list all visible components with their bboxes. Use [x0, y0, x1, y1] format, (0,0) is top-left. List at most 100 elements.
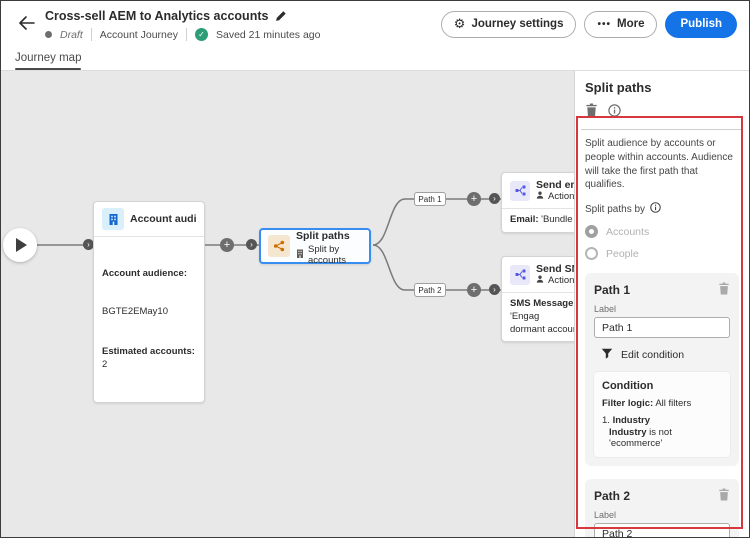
connector-arrow-icon: ›: [246, 239, 257, 250]
add-node-button-path2[interactable]: +: [467, 283, 481, 297]
panel-title: Split paths: [585, 80, 652, 95]
split-node-text: Split paths Split by accounts: [296, 226, 362, 266]
node-subtitle: Action on p: [548, 275, 574, 286]
condition-title: Condition: [602, 380, 654, 393]
play-icon: [16, 238, 27, 252]
connector-arrow-icon: ›: [489, 193, 500, 204]
audience-field-label: Account audience:: [102, 268, 187, 280]
node-subtitle: Action on p: [548, 191, 574, 202]
journey-settings-button[interactable]: ⚙ Journey settings: [440, 10, 577, 38]
radio-people[interactable]: People: [585, 247, 739, 261]
play-button[interactable]: [3, 228, 37, 262]
header: Cross-sell AEM to Analytics accounts Dra…: [1, 1, 749, 47]
audience-field-value: BGTE2EMay10: [102, 305, 168, 317]
node-title: Account audience: [130, 213, 196, 225]
delete-path-2-button[interactable]: [718, 488, 730, 504]
connector-arrow-icon: ›: [489, 284, 500, 295]
title-block: Cross-sell AEM to Analytics accounts Dra…: [45, 7, 441, 41]
info-button[interactable]: [608, 103, 621, 120]
connector-arrow-icon: ›: [83, 239, 94, 250]
back-button[interactable]: [13, 11, 39, 37]
path1-chip-label: Path 1: [418, 194, 442, 204]
estimated-accounts-value: 2: [102, 346, 198, 370]
divider: [90, 28, 92, 41]
email-node-detail: Email: 'Bundle promo: [502, 209, 574, 232]
radio-accounts[interactable]: Accounts: [585, 225, 739, 239]
path-1-label-input[interactable]: [594, 317, 730, 339]
header-actions: ⚙ Journey settings ••• More Publish: [440, 10, 737, 38]
sms-detail-value: 'Engag: [510, 310, 540, 322]
delete-path-1-button[interactable]: [718, 282, 730, 298]
add-node-button-path1[interactable]: +: [467, 192, 481, 206]
tab-bar: Journey map: [1, 47, 749, 71]
trash-icon: [718, 282, 730, 298]
journey-canvas[interactable]: › › › › + + + Path 1 Path 2 Account audi…: [1, 71, 574, 537]
split-paths-node[interactable]: Split paths Split by accounts: [259, 226, 371, 266]
saved-check-icon: ✓: [194, 28, 208, 41]
info-icon[interactable]: [650, 202, 661, 216]
divider: [502, 292, 574, 293]
email-detail-value: 'Bundle promo: [541, 214, 573, 225]
path-1-condition-card: Condition Filter logic: All filters 1. I…: [594, 372, 730, 458]
path2-chip[interactable]: Path 2: [414, 283, 446, 297]
tab-journey-map[interactable]: Journey map: [15, 52, 82, 70]
divider: [185, 28, 187, 41]
rule-value: 'ecommerce': [609, 438, 663, 450]
connector-wires: [37, 198, 501, 291]
person-icon: [536, 191, 544, 202]
action-flow-icon: [510, 264, 530, 285]
send-sms-node[interactable]: Send SMS Action on p SMS Message: 'Engag…: [501, 256, 574, 343]
path-1-card: Path 1 Label Edit condition Condition Fi…: [585, 273, 739, 467]
send-email-node[interactable]: Send email Action on p Email: 'Bundle pr…: [501, 172, 574, 233]
email-detail-label: Email:: [510, 214, 539, 225]
trash-icon: [718, 488, 730, 504]
path-2-label-input[interactable]: [594, 523, 730, 537]
draft-status-dot: [45, 31, 52, 38]
node-title: Send email: [536, 179, 574, 191]
node-title: Send SMS: [536, 263, 574, 275]
rule-index: 1.: [602, 415, 613, 427]
estimated-accounts-label: Estimated accounts:: [102, 346, 195, 358]
path2-chip-label: Path 2: [418, 285, 442, 295]
divider: [502, 208, 574, 209]
radio-unselected-icon: [585, 247, 598, 261]
trash-icon: [585, 103, 598, 120]
filter-logic-value: All filters: [653, 398, 692, 410]
path-1-edit-condition[interactable]: Edit condition: [601, 348, 730, 362]
account-node-details: Account audience: BGTE2EMay10 Estimated …: [94, 237, 204, 402]
more-button[interactable]: ••• More: [584, 10, 658, 38]
divider: [581, 129, 743, 130]
radio-people-label: People: [606, 247, 639, 260]
split-share-icon: [268, 235, 290, 257]
add-node-button[interactable]: +: [220, 238, 234, 252]
split-paths-by-label: Split paths by: [585, 202, 739, 216]
back-arrow-icon: [18, 15, 35, 33]
node-title: Split paths: [296, 230, 350, 242]
node-subtitle: Split by accounts: [308, 244, 347, 266]
rule-subject: Industry: [609, 427, 647, 439]
edit-title-icon[interactable]: [275, 10, 287, 22]
rule-field: Industry: [612, 415, 651, 427]
info-icon: [608, 103, 621, 120]
path-1-label-caption: Label: [594, 304, 617, 315]
path1-chip[interactable]: Path 1: [414, 192, 446, 206]
sms-detail-label: SMS Message:: [510, 298, 574, 309]
filter-logic-label: Filter logic:: [602, 398, 654, 410]
rule-operator: is not: [646, 427, 675, 439]
person-icon: [536, 275, 544, 286]
audience-building-icon: [102, 208, 124, 230]
sms-node-detail: SMS Message: 'Engag dormant account con: [502, 293, 574, 341]
radio-selected-icon: [585, 225, 598, 239]
building-mini-icon: [296, 249, 304, 261]
more-label: More: [616, 18, 645, 30]
sms-detail-value-line2: dormant account con: [510, 323, 574, 335]
status-label: Draft: [60, 28, 83, 41]
delete-node-button[interactable]: [585, 103, 598, 120]
publish-button[interactable]: Publish: [665, 10, 737, 38]
account-audience-node[interactable]: Account audience Account audience: BGTE2…: [93, 201, 205, 404]
action-flow-icon: [510, 180, 530, 201]
split-paths-panel: Split paths Split audience by accounts o…: [574, 71, 749, 537]
tab-journey-map-label: Journey map: [15, 52, 82, 64]
page-title: Cross-sell AEM to Analytics accounts: [45, 9, 269, 23]
divider: [94, 236, 204, 237]
